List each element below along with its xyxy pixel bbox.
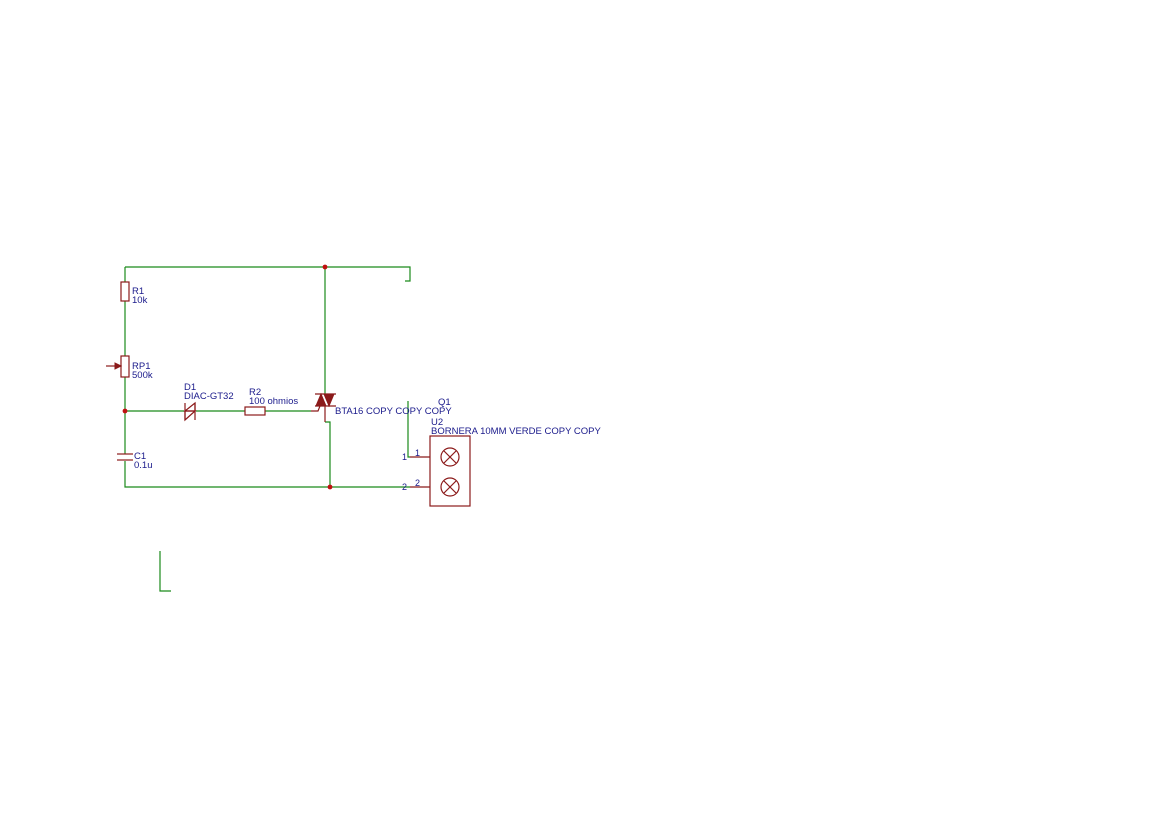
r2-value: 100 ohmios (249, 396, 298, 407)
wire-top-rail (125, 266, 411, 282)
u2-screw1-icon (440, 447, 460, 467)
rp1-wiper-arrow (114, 362, 123, 370)
potentiometer-rp1[interactable]: RP1 500k (106, 355, 153, 381)
diac-d1[interactable]: D1 DIAC-GT32 (183, 382, 234, 422)
rp1-ref: RP1 (132, 361, 150, 372)
junction-top (322, 264, 328, 270)
q1-triangle-right (323, 393, 335, 408)
triac-q1[interactable]: Q1 BTA16 COPY COPY COPY (311, 392, 452, 422)
u2-pin1-outer-number: 1 (402, 452, 407, 462)
r1-body (120, 281, 130, 302)
q1-triangle-left (315, 392, 327, 407)
rp1-value: 500k (132, 370, 153, 381)
r2-ref: R2 (249, 387, 261, 398)
d1-triangle-left (183, 401, 196, 412)
d1-triangle-right (184, 410, 197, 422)
u2-pin1-inner-number: 1 (415, 448, 420, 458)
rp1-body (120, 355, 130, 378)
wires (124, 266, 411, 592)
wire-c1-bottom (124, 461, 330, 488)
u2-screw2-icon (440, 477, 460, 497)
q1-value: BTA16 COPY COPY COPY (335, 406, 452, 417)
u2-pin2-inner-number: 2 (415, 478, 420, 488)
u2-value: BORNERA 10MM VERDE COPY COPY (431, 426, 601, 437)
u2-ref: U2 (431, 417, 443, 428)
wire-q1-down (325, 421, 331, 487)
wire-stray-fragment (159, 551, 171, 592)
capacitor-c1[interactable]: C1 0.1u (117, 451, 153, 471)
terminal-block-u2[interactable]: 1 1 2 2 U2 BORNERA 10MM VERDE COPY COPY (402, 417, 601, 507)
u2-body (429, 435, 471, 507)
resistor-r1[interactable]: R1 10k (120, 281, 148, 306)
wire-u2-pin1 (407, 401, 410, 458)
u2-screw2-cross-b (443, 480, 457, 494)
c1-ref: C1 (134, 451, 146, 462)
resistor-r2[interactable]: R2 100 ohmios (244, 387, 298, 416)
r2-body (244, 406, 266, 416)
r1-value: 10k (132, 295, 148, 306)
c1-value: 0.1u (134, 460, 153, 471)
r1-ref: R1 (132, 286, 144, 297)
q1-gate (311, 405, 321, 412)
junction-bottom (327, 484, 333, 490)
q1-ref: Q1 (438, 397, 451, 408)
u2-screw1-cross-b (443, 450, 457, 464)
d1-ref: D1 (184, 382, 196, 393)
d1-value: DIAC-GT32 (184, 391, 234, 402)
junctions (122, 264, 333, 490)
u2-pin2-outer-number: 2 (402, 482, 407, 492)
junction-left (122, 408, 128, 414)
